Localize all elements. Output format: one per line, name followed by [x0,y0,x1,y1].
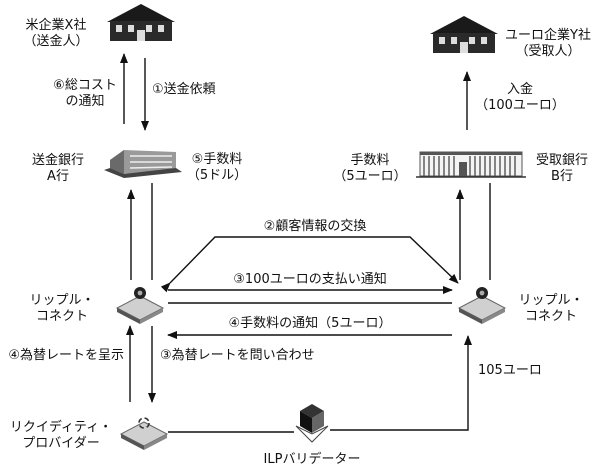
ripple-right-label: リップル・ コネクト [508,293,594,325]
ripple-right-line2: コネクト [524,309,577,324]
ripple-connect-left-icon [115,287,165,324]
sending-bank-name: 送金銀行 [31,153,84,168]
liquidity-provider-line1: リクイディティ・ [9,420,113,435]
sender-company-role: （送金人） [23,34,89,49]
sender-company-name: 米企業X社 [25,18,87,33]
payment-notice-label: ③100ユーロの支払い通知 [233,272,387,287]
deposit-line1: 入金 [506,82,533,97]
customer-exchange-label: ②顧客情報の交換 [263,219,367,234]
fee-a-line1: ⑤手数料 [191,152,243,167]
deposit-line2: （100ユーロ） [475,98,565,113]
present-rate-label: ④為替レートを呈示 [8,348,124,363]
fee-a-line2: （5ドル） [186,168,248,183]
ripple-left-line2: コネクト [35,309,88,324]
ripple-left-line1: リップル・ [29,293,95,308]
remit-request-label: ①送金依頼 [152,82,216,97]
receiver-company-label: ユーロ企業Y社 （受取人） [500,28,596,60]
ilp-validator-icon [295,404,329,443]
liquidity-provider-icon [119,417,169,450]
sending-bank-code: A行 [47,169,69,184]
receiver-company-building-icon [430,16,498,53]
arrow-customer-exchange [160,236,459,293]
liquidity-provider-line2: プロバイダー [22,436,100,451]
sending-bank-building-icon [104,150,182,178]
fee-b-label: 手数料 （5ユーロ） [330,153,410,185]
fee-b-line2: （5ユーロ） [333,169,407,184]
arrow-105-euro [330,335,472,431]
ripple-left-label: リップル・ コネクト [12,293,112,325]
ripple-right-line1: リップル・ [518,293,584,308]
fee-a-label: ⑤手数料 （5ドル） [180,152,254,184]
amount-105-label: 105ユーロ [478,363,542,378]
ilp-validator-label: ILPバリデーター [263,452,361,467]
total-cost-notice-line1: ⑥総コスト [53,78,117,93]
receiving-bank-code: B行 [551,169,573,184]
receiver-company-role: （受取人） [515,44,581,59]
sender-company-building-icon [107,4,175,41]
sending-bank-label: 送金銀行 A行 [22,153,94,185]
total-cost-notice-line2: の通知 [65,94,105,109]
receiver-company-name: ユーロ企業Y社 [505,28,591,43]
sender-company-label: 米企業X社 （送金人） [14,18,98,50]
receiving-bank-label: 受取銀行 B行 [528,153,596,185]
ripple-connect-right-icon [457,287,507,324]
receiving-bank-building-icon [416,151,526,178]
fee-b-line1: 手数料 [350,153,390,168]
total-cost-notice-label: ⑥総コスト の通知 [48,78,122,110]
liquidity-provider-label: リクイディティ・ プロバイダー [2,420,120,452]
deposit-label: 入金 （100ユーロ） [472,82,568,114]
query-rate-label: ③為替レートを問い合わせ [160,348,315,363]
receiving-bank-name: 受取銀行 [535,153,588,168]
fee-notice-label: ④手数料の通知（5ユーロ） [228,316,392,331]
